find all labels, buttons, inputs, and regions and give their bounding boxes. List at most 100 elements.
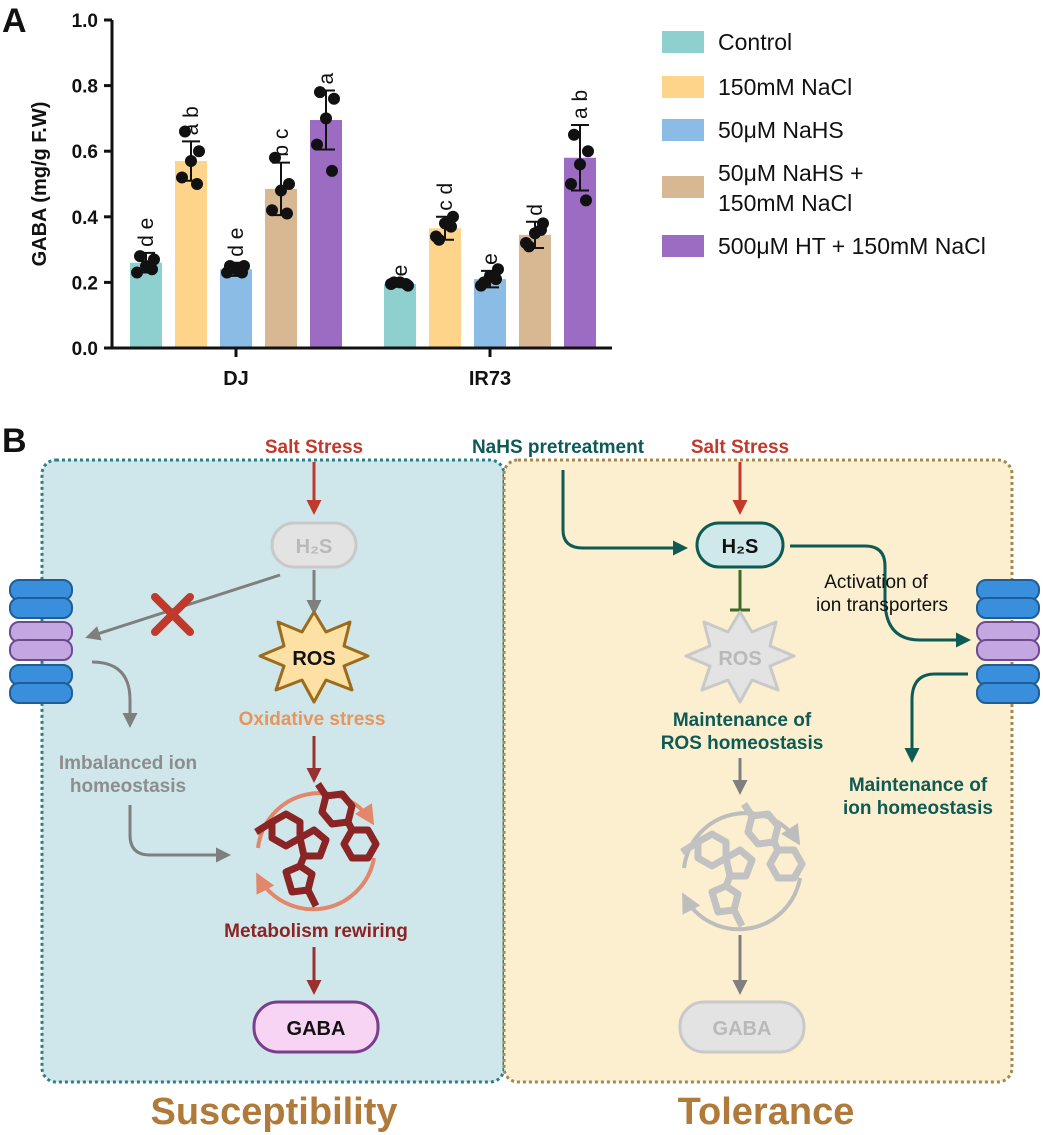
y-tick-label: 0.2 <box>72 273 98 294</box>
left-ros-burst-icon: ROS <box>258 610 370 704</box>
ros-homeostasis-line1: Maintenance of <box>673 710 812 731</box>
right-ros-label: ROS <box>718 648 761 670</box>
ros-homeostasis-line2: ROS homeostasis <box>661 733 824 754</box>
legend-swatch <box>662 235 704 257</box>
left-gaba-node: GABA <box>252 1000 380 1054</box>
left-salt-stress-label: Salt Stress <box>265 437 363 458</box>
metabolism-rewiring-label: Metabolism rewiring <box>224 921 408 942</box>
legend-label: 50μM NaHS <box>718 117 844 143</box>
activation-label-line1: Activation of <box>824 572 928 593</box>
data-point <box>400 278 412 291</box>
transporter-to-ion-homeostasis-arrow <box>904 672 968 763</box>
bar <box>429 228 461 348</box>
data-point <box>236 266 248 279</box>
data-point <box>311 138 323 151</box>
legend-label: 500μM HT + 150mM NaCl <box>718 233 986 259</box>
significance-letter: e <box>389 265 412 277</box>
data-point <box>523 240 535 253</box>
y-axis-title: GABA (mg/g F.W) <box>29 102 51 267</box>
significance-letter: d <box>524 204 547 216</box>
panel-a-letter: A <box>2 2 27 40</box>
significance-letter: e <box>479 253 502 265</box>
legend-label: 150mM NaCl <box>718 190 852 216</box>
group-label-ir73: IR73 <box>469 368 511 390</box>
tolerance-footer: Tolerance <box>678 1091 855 1133</box>
data-point <box>224 260 236 272</box>
right-h2s-label: H₂S <box>722 536 759 558</box>
bar <box>175 161 207 348</box>
legend-label: 150mM NaCl <box>718 74 852 100</box>
data-point <box>193 145 205 158</box>
bar <box>310 120 342 348</box>
y-tick-label: 1.0 <box>72 11 98 32</box>
right-h2s-node: H₂S <box>695 521 785 569</box>
data-point <box>445 220 457 233</box>
left-metabolism-cycle-icon <box>254 782 380 912</box>
data-point <box>179 125 191 138</box>
data-point <box>574 158 586 171</box>
h2s-inhibits-ros <box>730 570 750 612</box>
data-point <box>565 178 577 190</box>
data-point <box>568 128 580 141</box>
h2s-to-transporter-arrow <box>790 544 971 648</box>
ion-transporter-icon-right <box>976 579 1040 704</box>
data-point <box>131 266 143 279</box>
bar <box>519 234 551 348</box>
right-salt-stress-label: Salt Stress <box>691 437 789 458</box>
data-point <box>328 92 340 105</box>
blocked-cross-icon <box>151 593 194 636</box>
significance-letter: d e <box>225 228 248 257</box>
legend-swatch <box>662 119 704 141</box>
ion-transporter-icon-left <box>9 579 73 704</box>
data-point <box>314 86 326 99</box>
data-point <box>478 276 490 289</box>
data-point <box>447 210 459 223</box>
y-tick-label: 0.8 <box>72 77 98 98</box>
oxidative-stress-label: Oxidative stress <box>239 709 386 730</box>
imbalance-to-metabolism-arrow <box>128 805 231 863</box>
data-point <box>191 178 203 190</box>
data-point <box>388 276 400 289</box>
data-point <box>185 155 197 168</box>
y-tick-label: 0.0 <box>72 339 98 360</box>
nahs-pretreatment-label: NaHS pretreatment <box>472 437 645 458</box>
data-point <box>148 253 160 266</box>
nahs-to-h2s-arrow <box>561 470 688 556</box>
data-point <box>492 263 504 276</box>
data-point <box>266 204 278 217</box>
panel-b-letter: B <box>2 422 27 460</box>
legend-swatch <box>662 176 704 198</box>
right-gaba-label: GABA <box>713 1018 772 1040</box>
imbalanced-label-line2: homeostasis <box>70 776 186 797</box>
right-ros-burst-icon: ROS <box>684 610 796 704</box>
significance-letter: a b <box>569 90 592 119</box>
data-point <box>320 112 332 125</box>
ion-homeostasis-line1: Maintenance of <box>849 775 988 796</box>
data-point <box>582 145 594 158</box>
bar <box>220 269 252 348</box>
ion-homeostasis-line2: ion homeostasis <box>843 798 993 819</box>
left-gaba-label: GABA <box>287 1018 346 1040</box>
left-h2s-label: H₂S <box>296 536 333 558</box>
data-point <box>269 151 281 164</box>
y-tick-label: 0.6 <box>72 142 98 163</box>
right-gaba-node: GABA <box>678 1000 806 1054</box>
significance-letter: d e <box>135 218 158 247</box>
data-point <box>176 171 188 184</box>
bar <box>384 284 416 348</box>
data-point <box>134 250 146 263</box>
legend-label: Control <box>718 29 792 55</box>
data-point <box>283 178 295 190</box>
significance-letter: b c <box>270 129 293 157</box>
data-point <box>433 233 445 246</box>
significance-letter: a b <box>180 106 203 135</box>
data-point <box>275 184 287 197</box>
significance-letter: a <box>315 73 338 85</box>
legend-swatch <box>662 76 704 98</box>
y-tick-label: 0.4 <box>72 208 99 229</box>
data-point <box>535 223 547 236</box>
